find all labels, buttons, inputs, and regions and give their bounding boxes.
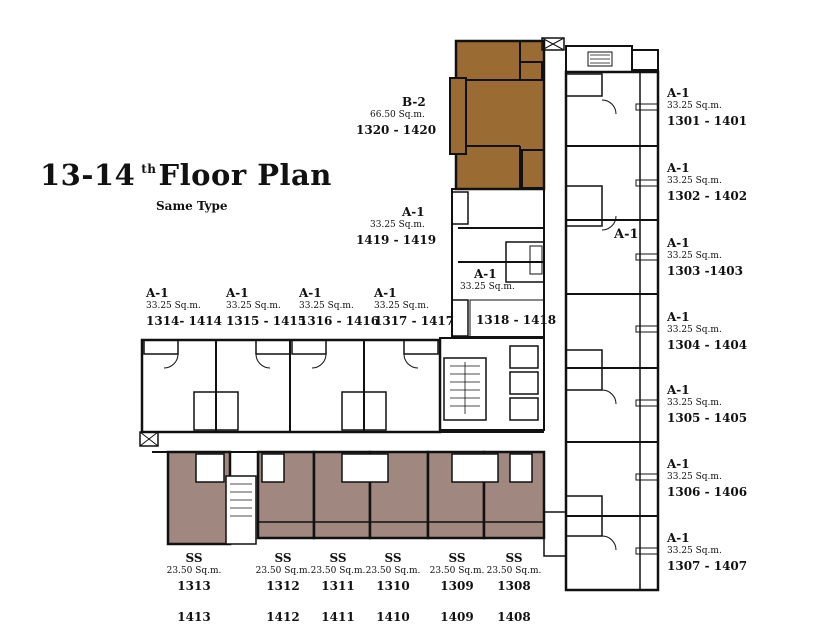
unit-label-1313: SS 23.50 Sq.m. 1313 — [167, 552, 222, 592]
unit-type: A-1 — [667, 86, 690, 100]
unit-label-1316: A-1 33.25 Sq.m. 1316 - 1416 — [299, 287, 379, 327]
unit-type: SS — [274, 551, 292, 565]
unit-rooms: 1419 - 1419 — [356, 233, 437, 247]
unit-label-1308: SS 23.50 Sq.m. 1308 — [487, 552, 542, 592]
unit-room-1412: 1412 — [266, 610, 300, 624]
unit-area: 33.25 Sq.m. — [226, 301, 281, 311]
unit-label-1309: SS 23.50 Sq.m. 1309 — [430, 552, 485, 592]
unit-type: A-1 — [667, 531, 690, 545]
unit-rooms: 1302 - 1402 — [667, 189, 748, 203]
unit-area: 33.25 Sq.m. — [299, 301, 354, 311]
unit-room-13: 1313 — [177, 579, 211, 593]
unit-label-a1-mid: A-1 — [614, 227, 639, 242]
unit-area: 23.50 Sq.m. — [166, 566, 222, 576]
unit-rooms: 1301 - 1401 — [667, 114, 748, 128]
plan-subtitle: Same Type — [156, 199, 228, 213]
unit-type: A-1 — [299, 286, 322, 300]
unit-area: 23.50 Sq.m. — [486, 566, 542, 576]
unit-type: A-1 — [667, 457, 690, 471]
unit-area: 33.25 Sq.m. — [667, 546, 722, 556]
unit-type: A-1 — [226, 286, 249, 300]
unit-rooms: 1307 - 1407 — [667, 559, 748, 573]
unit-label-1314: A-1 33.25 Sq.m. 1314- 1414 — [146, 287, 222, 327]
unit-type: SS — [448, 551, 466, 565]
unit-rooms: 1306 - 1406 — [667, 485, 748, 499]
unit-rooms: 1317 - 1417 — [374, 314, 455, 328]
unit-type: A-1 — [402, 205, 425, 219]
unit-label-1318: A-1 33.25 Sq.m. — [460, 268, 515, 292]
unit-rooms: 1314- 1414 — [146, 314, 222, 328]
unit-room-13: 1310 — [376, 579, 410, 593]
unit-type: A-1 — [667, 383, 690, 397]
unit-rooms: 1316 - 1416 — [299, 314, 380, 328]
unit-type: SS — [185, 551, 203, 565]
unit-area: 23.50 Sq.m. — [365, 566, 421, 576]
unit-area: 33.25 Sq.m. — [667, 101, 722, 111]
unit-label-1312: SS 23.50 Sq.m. 1312 — [256, 552, 311, 592]
unit-type: A-1 — [146, 286, 169, 300]
unit-rooms: 1303 -1403 — [667, 264, 743, 278]
unit-room-1411: 1411 — [321, 610, 355, 624]
unit-area: 33.25 Sq.m. — [667, 176, 722, 186]
plan-title-sup: th — [141, 162, 157, 176]
unit-area: 33.25 Sq.m. — [374, 301, 429, 311]
unit-type: A-1 — [667, 310, 690, 324]
unit-rooms-1318: 1318 - 1418 — [476, 314, 556, 326]
unit-room-1410: 1410 — [376, 610, 410, 624]
unit-label-1303: A-1 33.25 Sq.m. 1303 -1403 — [667, 237, 743, 277]
unit-type: A-1 — [374, 286, 397, 300]
unit-area: 33.25 Sq.m. — [667, 398, 722, 408]
unit-area: 33.25 Sq.m. — [146, 301, 201, 311]
unit-room-1413: 1413 — [177, 610, 211, 624]
unit-type: SS — [329, 551, 347, 565]
unit-rooms: 1305 - 1405 — [667, 411, 748, 425]
unit-area: 23.50 Sq.m. — [310, 566, 366, 576]
unit-rooms: 1315 - 1415 — [226, 314, 307, 328]
unit-type: SS — [505, 551, 523, 565]
unit-rooms: 1320 - 1420 — [356, 123, 437, 137]
unit-type: A-1 — [474, 267, 497, 281]
plan-title-floors: 13-14 — [40, 158, 136, 192]
unit-type: B-2 — [402, 95, 426, 109]
plan-title: 13-14 thFloor Plan — [40, 158, 332, 192]
unit-label-1301: A-1 33.25 Sq.m. 1301 - 1401 — [667, 87, 747, 127]
unit-area: 66.50 Sq.m. — [370, 110, 425, 120]
unit-label-1304: A-1 33.25 Sq.m. 1304 - 1404 — [667, 311, 747, 351]
unit-label-1306: A-1 33.25 Sq.m. 1306 - 1406 — [667, 458, 747, 498]
unit-type: A-1 — [667, 161, 690, 175]
unit-rooms: 1304 - 1404 — [667, 338, 748, 352]
unit-area: 33.25 Sq.m. — [667, 251, 722, 261]
unit-room-13: 1308 — [497, 579, 531, 593]
unit-area: 33.25 Sq.m. — [667, 325, 722, 335]
unit-room-1408: 1408 — [497, 610, 531, 624]
unit-label-1311: SS 23.50 Sq.m. 1311 — [311, 552, 366, 592]
unit-label-1302: A-1 33.25 Sq.m. 1302 - 1402 — [667, 162, 747, 202]
unit-label-1317: A-1 33.25 Sq.m. 1317 - 1417 — [374, 287, 454, 327]
unit-area: 33.25 Sq.m. — [370, 220, 425, 230]
unit-area: 33.25 Sq.m. — [667, 472, 722, 482]
unit-label-b2: B-2 66.50 Sq.m. 1320 - 1420 — [356, 96, 436, 136]
unit-room-13: 1312 — [266, 579, 300, 593]
unit-label-1315: A-1 33.25 Sq.m. 1315 - 1415 — [226, 287, 306, 327]
unit-label-1419: A-1 33.25 Sq.m. 1419 - 1419 — [356, 206, 436, 246]
b2-balcony — [449, 77, 467, 155]
unit-label-1305: A-1 33.25 Sq.m. 1305 - 1405 — [667, 384, 747, 424]
unit-room-13: 1309 — [440, 579, 474, 593]
unit-area: 33.25 Sq.m. — [460, 282, 515, 292]
unit-label-1307: A-1 33.25 Sq.m. 1307 - 1407 — [667, 532, 747, 572]
unit-rooms: 1318 - 1418 — [476, 313, 557, 327]
unit-type: SS — [384, 551, 402, 565]
unit-area: 23.50 Sq.m. — [429, 566, 485, 576]
unit-room-13: 1311 — [321, 579, 355, 593]
plan-title-text: Floor Plan — [158, 158, 332, 192]
unit-room-1409: 1409 — [440, 610, 474, 624]
unit-label-1310: SS 23.50 Sq.m. 1310 — [366, 552, 421, 592]
unit-area: 23.50 Sq.m. — [255, 566, 311, 576]
unit-b2-fill — [454, 39, 546, 191]
unit-type: A-1 — [667, 236, 690, 250]
